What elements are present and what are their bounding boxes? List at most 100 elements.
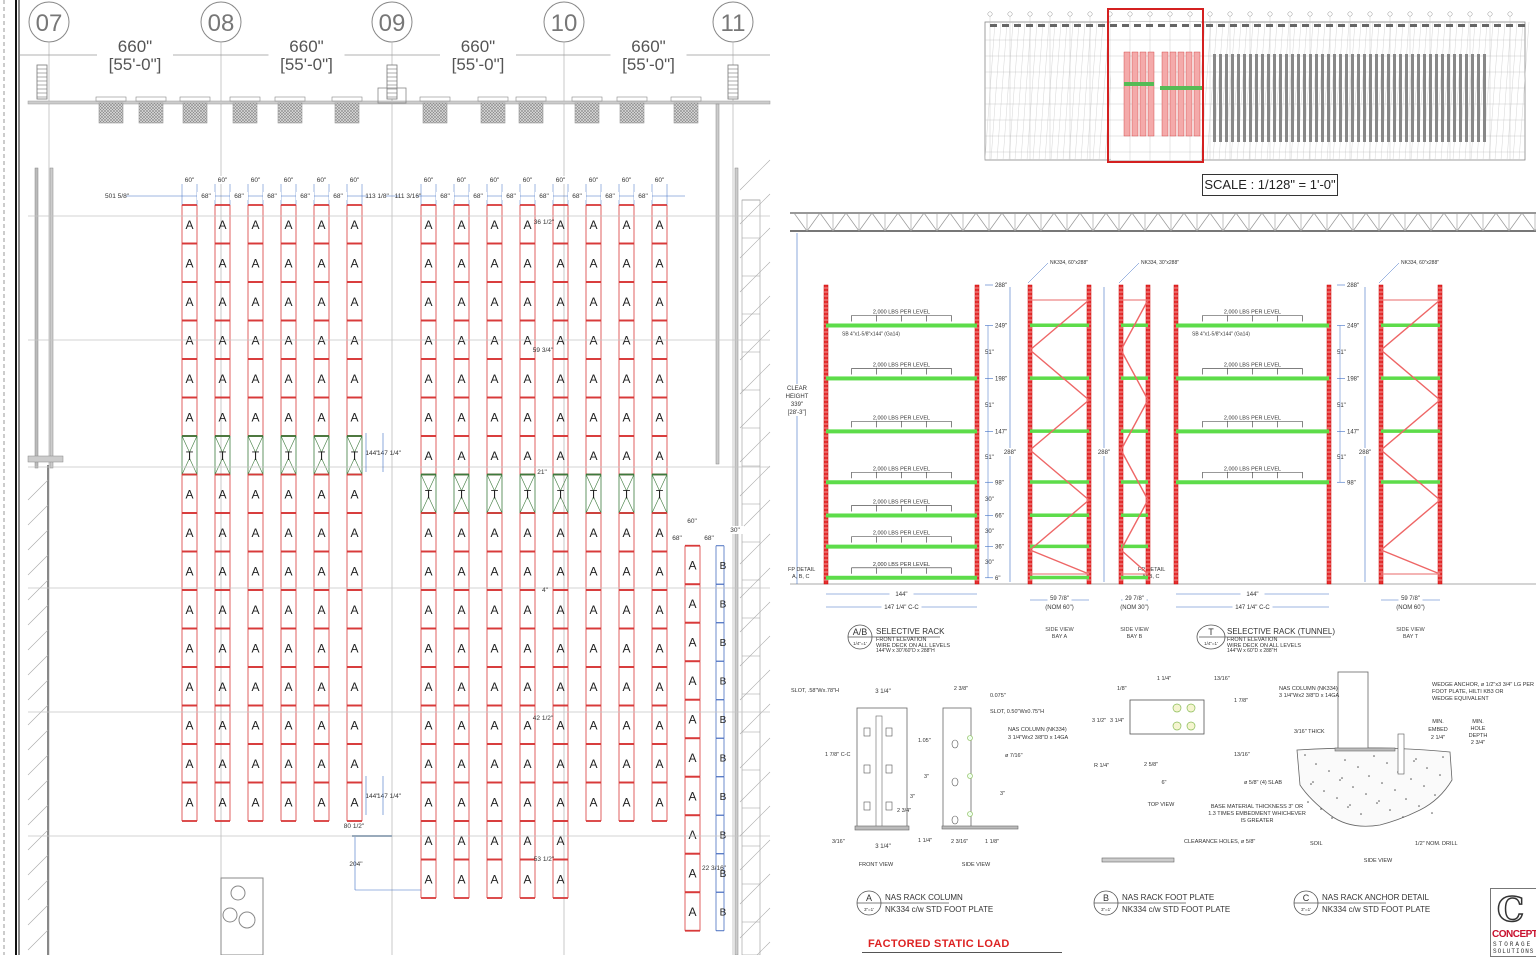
side-view-caption: SIDE VIEW bbox=[1396, 627, 1425, 633]
restroom-outline bbox=[220, 877, 264, 955]
detail-tag-scale: 3"=1' bbox=[1301, 907, 1311, 912]
view-caption: TOP VIEW bbox=[1148, 802, 1176, 808]
aggregate-dot bbox=[1304, 754, 1306, 756]
selective-rack-bay: A bbox=[519, 666, 536, 707]
beam-wire-deck bbox=[1176, 429, 1329, 434]
dimension-text: 21" bbox=[537, 469, 547, 476]
selective-rack-bay: A bbox=[453, 396, 470, 437]
rack-label: A bbox=[350, 410, 358, 424]
rack-label: T bbox=[656, 487, 664, 501]
dim-bg bbox=[726, 526, 744, 534]
rack-label: A bbox=[688, 905, 696, 919]
dim-bg bbox=[312, 176, 331, 184]
rack-label: T bbox=[524, 487, 532, 501]
rack-label: A bbox=[490, 410, 498, 424]
anchor-hole-icon bbox=[1186, 721, 1196, 731]
aisle-dim: 68" bbox=[605, 193, 615, 200]
rack-label: A bbox=[218, 795, 226, 809]
truss-web bbox=[962, 212, 977, 232]
selective-rack-bay: A bbox=[519, 781, 536, 822]
rack-label: A bbox=[622, 680, 630, 694]
leader-line bbox=[1378, 262, 1400, 284]
selective-rack-bay: A bbox=[519, 704, 536, 745]
rack-label: A bbox=[556, 680, 564, 694]
detail-label: 1 7/8" bbox=[1234, 698, 1248, 704]
aisle-dim: 68" bbox=[473, 193, 483, 200]
key-dock bbox=[990, 24, 997, 27]
rack-label: A bbox=[556, 564, 564, 578]
slot-icon bbox=[951, 815, 959, 825]
fp-detail-label: FP DETAIL bbox=[788, 567, 815, 573]
selective-rack-bay: A bbox=[346, 512, 363, 553]
tunnel-brace bbox=[552, 496, 561, 514]
rack-label: A bbox=[622, 718, 630, 732]
side-upright bbox=[1118, 284, 1124, 585]
dim-bg bbox=[568, 192, 586, 200]
key-dock bbox=[1230, 24, 1237, 27]
rack-label: A bbox=[622, 641, 630, 655]
rack-label: A bbox=[523, 680, 531, 694]
rack-label: A bbox=[251, 410, 259, 424]
slot-icon bbox=[951, 777, 959, 787]
truss-web bbox=[1508, 212, 1523, 232]
side-upright bbox=[1145, 284, 1151, 585]
detail-label: 1 7/8" C-C bbox=[825, 752, 851, 758]
rack-label: A bbox=[284, 680, 292, 694]
selective-rack-bay: A bbox=[313, 358, 330, 399]
selective-rack-bay: A bbox=[214, 627, 231, 668]
selective-rack-bay: A bbox=[280, 358, 297, 399]
selective-rack-bay: A bbox=[313, 281, 330, 322]
selective-rack-bay: A bbox=[346, 396, 363, 437]
rack-label: A bbox=[457, 680, 465, 694]
selective-rack-bay: A bbox=[214, 242, 231, 283]
selective-rack-bay: A bbox=[519, 512, 536, 553]
rack-label: A bbox=[424, 834, 432, 848]
rack-label: A bbox=[457, 410, 465, 424]
diagonal-brace bbox=[1380, 549, 1441, 575]
side-upright bbox=[1086, 284, 1092, 585]
detail-tag-title: NAS RACK COLUMN bbox=[885, 893, 963, 902]
rack-label: A bbox=[284, 487, 292, 501]
dock-leveler bbox=[179, 96, 211, 102]
rack-label: A bbox=[424, 680, 432, 694]
detail-tag-subtitle: FRONT ELEVATION bbox=[1227, 637, 1277, 643]
selective-rack-bay: A bbox=[651, 666, 668, 707]
wall-hatch bbox=[27, 804, 49, 826]
key-rack-gray bbox=[1273, 54, 1276, 142]
key-hatch bbox=[1092, 21, 1104, 161]
rack-label: A bbox=[350, 564, 358, 578]
selective-rack-bay: A bbox=[519, 550, 536, 591]
key-dock bbox=[1074, 24, 1081, 27]
tunnel-brace bbox=[214, 435, 223, 453]
logo-line2: SOLUTIONS bbox=[1493, 948, 1535, 955]
detail-label: BASE MATERIAL THICKNESS 3" OR bbox=[1211, 804, 1303, 810]
key-dock bbox=[1398, 24, 1405, 27]
detail-label: 3 1/2" bbox=[1092, 718, 1106, 724]
tunnel-brace bbox=[527, 496, 536, 514]
tunnel-brace bbox=[461, 496, 470, 514]
stair-icon bbox=[386, 64, 398, 100]
tunnel-brace bbox=[313, 435, 322, 453]
tunnel-brace bbox=[519, 474, 528, 491]
level-label: 98" bbox=[995, 480, 1004, 486]
rack-label: A bbox=[317, 256, 325, 270]
fp-detail-label: FP DETAIL bbox=[1138, 567, 1165, 573]
view-caption: SIDE VIEW bbox=[1364, 858, 1393, 864]
selective-rack-bay: A bbox=[280, 743, 297, 784]
key-rack-gray bbox=[1459, 54, 1462, 142]
rack-label: A bbox=[688, 828, 696, 842]
truss-web bbox=[1274, 212, 1289, 232]
detail-tag-subtitle: NK334 c/w STD FOOT PLATE bbox=[885, 905, 993, 914]
tunnel-brace bbox=[280, 458, 289, 475]
selective-rack-bay: A bbox=[214, 743, 231, 784]
key-dock bbox=[1350, 24, 1357, 27]
selective-rack-bay: A bbox=[519, 396, 536, 437]
rack-label: A bbox=[556, 526, 564, 540]
rack-label: A bbox=[688, 674, 696, 688]
rack-label: A bbox=[185, 795, 193, 809]
aisle-dim: 68" bbox=[267, 193, 277, 200]
rack-label: B bbox=[720, 715, 727, 726]
rack-label: A bbox=[317, 410, 325, 424]
dock-door bbox=[518, 102, 544, 124]
truss-web bbox=[1339, 212, 1354, 232]
